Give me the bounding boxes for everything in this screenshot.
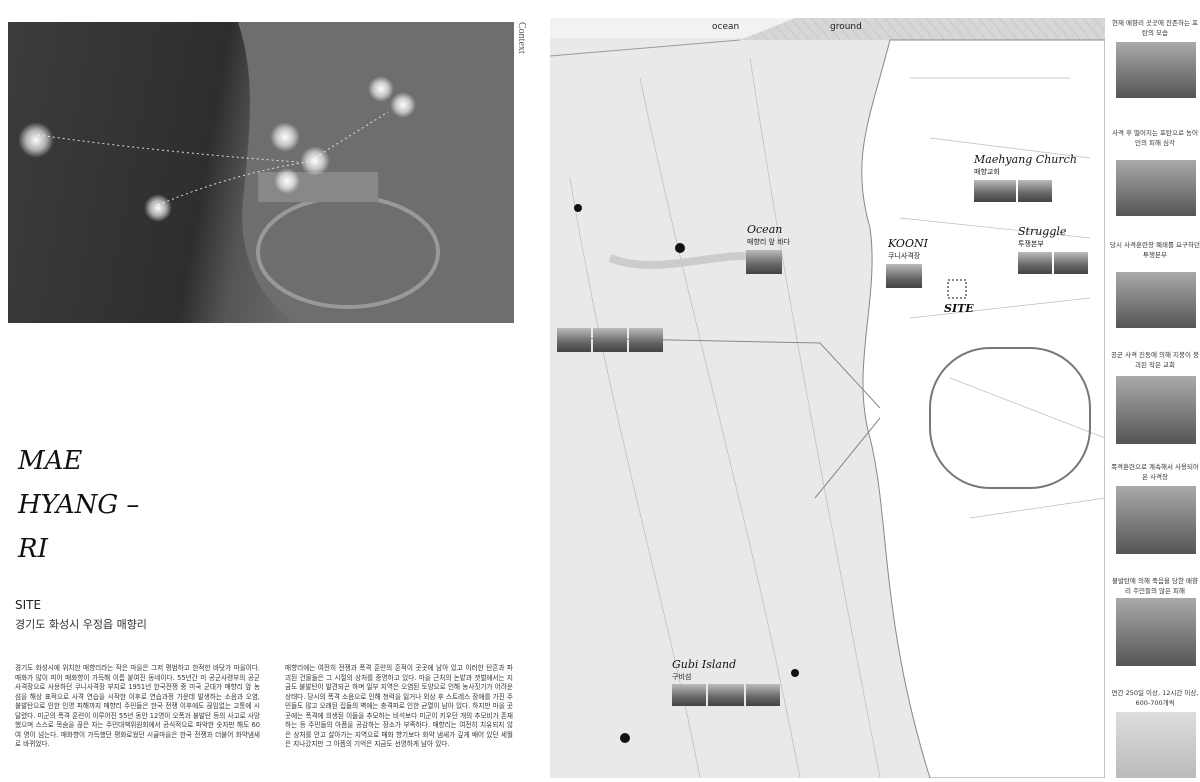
aerial-overlay: [37, 22, 514, 323]
gallery-photo-2: [1116, 160, 1196, 216]
gallery-caption-5: 폭격훈련으로 계속해서 사용되어 온 사격장: [1111, 463, 1199, 481]
place-church-sub: 매향교회: [974, 168, 1000, 176]
paragraph-1: 경기도 화성시에 위치한 매향리라는 작은 마을은 그저 평범하고 한적한 바닷…: [15, 664, 260, 748]
kooni-photo: [886, 264, 922, 288]
gallery-photo-7: [1116, 712, 1196, 778]
gallery-photo-1: [1116, 42, 1196, 98]
place-kooni-name: KOONI: [888, 237, 928, 250]
gallery-photo-5: [1116, 486, 1196, 554]
gallery-caption-7: 연간 250일 이상, 12시간 이상, 600-700개씩: [1111, 689, 1199, 707]
place-struggle-name: Struggle: [1018, 225, 1067, 238]
place-gubi-name: Gubi Island: [672, 658, 737, 671]
nong-island-photo-3: [629, 328, 663, 352]
section-label-ground: ground: [830, 22, 862, 32]
place-church-name: Maehyang Church: [974, 153, 1077, 166]
nong-island-photo-1: [557, 328, 591, 352]
gallery-caption-6: 불발탄에 의해 죽음을 당한 매향리 주민들의 많은 피해: [1111, 577, 1198, 595]
gubi-photo-1: [672, 684, 706, 706]
gallery-caption-3: 당시 사격훈련장 폐쇄를 요구하던 투쟁본부: [1110, 241, 1200, 259]
gallery-photo-6: [1116, 598, 1196, 666]
place-site-name: SITE: [944, 302, 974, 315]
title-line-2: HYANG –: [18, 490, 140, 520]
nong-island-photo-2: [593, 328, 627, 352]
gallery-caption-4: 공군 사격 진동에 의해 지붕이 붕괴된 작은 교회: [1110, 351, 1200, 369]
gubi-photo-3: [746, 684, 780, 706]
site-address: 경기도 화성시 우정읍 매향리: [15, 618, 147, 631]
place-kooni-sub: 쿠니사격장: [888, 252, 921, 260]
aerial-photo: [8, 22, 514, 323]
section-label-ocean: ocean: [712, 22, 740, 32]
place-ocean-name: Ocean: [747, 223, 783, 236]
gallery-caption-1: 현재 매향리 곳곳에 잔존하는 포탄의 모습: [1111, 19, 1198, 37]
church-photo-2: [1018, 180, 1052, 202]
place-gubi-sub: 구비섬: [672, 673, 692, 681]
site-map: ocean ground Ocean 매향리 앞 바다 KOONI 쿠니사격장 …: [550, 18, 1105, 778]
struggle-photo-2: [1054, 252, 1088, 274]
gubi-photo-2: [708, 684, 744, 706]
site-label: SITE: [15, 598, 42, 612]
place-struggle-sub: 투쟁본부: [1018, 240, 1044, 248]
map-drawing: [550, 18, 1105, 778]
church-photo-1: [974, 180, 1016, 202]
context-label: Context: [516, 22, 527, 54]
gallery-photo-3: [1116, 272, 1196, 328]
paragraph-2: 매향리에는 여전히 전쟁과 폭격 훈련의 흔적이 곳곳에 남아 있고 이러한 탄…: [285, 664, 513, 748]
place-ocean-sub: 매향리 앞 바다: [747, 238, 791, 246]
title-line-1: MAE: [18, 446, 83, 476]
struggle-photo-1: [1018, 252, 1052, 274]
title-line-3: RI: [18, 534, 48, 564]
ocean-photo: [746, 250, 782, 274]
gallery-caption-2: 사격 후 떨어지는 포탄으로 농어민의 피해 심각: [1111, 129, 1198, 147]
gallery-photo-4: [1116, 376, 1196, 444]
